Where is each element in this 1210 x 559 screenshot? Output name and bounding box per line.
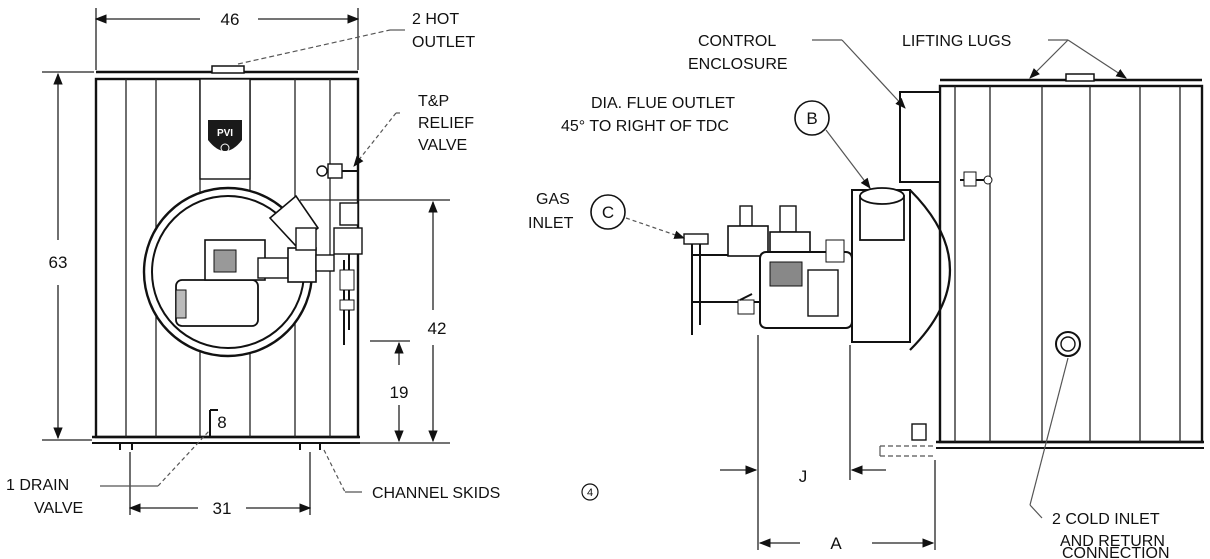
- side-drain: [879, 423, 936, 457]
- side-tank-body: [938, 84, 1204, 444]
- label-channel-skids: CHANNEL SKIDS: [372, 485, 500, 502]
- side-panel-lines: [954, 86, 1181, 442]
- side-gas-train: [683, 205, 853, 335]
- note-circle: [581, 483, 599, 501]
- side-dimensions: J A: [720, 335, 936, 553]
- dim-height-63: 63: [49, 253, 68, 272]
- front-labels: 2 HOT OUTLET T&P RELIEF VALVE 1 DRAIN VA…: [6, 11, 599, 517]
- label-control-2: ENCLOSURE: [688, 56, 788, 73]
- label-tp-3: VALVE: [418, 137, 467, 154]
- label-cold-3: CONNECTION: [1062, 545, 1170, 559]
- side-labels: CONTROL ENCLOSURE LIFTING LUGS DIA. FLUE…: [528, 33, 1170, 559]
- label-lifting-lugs: LIFTING LUGS: [902, 33, 1011, 50]
- pvi-logo-icon: PVI: [208, 120, 242, 153]
- front-gas-train: [333, 202, 363, 345]
- label-gas-1: GAS: [536, 191, 570, 208]
- hot-outlet-nozzle: [211, 65, 245, 74]
- label-drain-2: VALVE: [34, 500, 83, 517]
- label-hot-outlet-1: 2 HOT: [412, 11, 459, 28]
- svg-text:PVI: PVI: [217, 128, 233, 139]
- label-tp-1: T&P: [418, 93, 449, 110]
- label-cold-1: 2 COLD INLET: [1052, 511, 1160, 528]
- dim-height-42: 42: [428, 319, 447, 338]
- label-control-1: CONTROL: [698, 33, 776, 50]
- callout-c: C: [602, 203, 614, 222]
- side-lifting-lug: [1065, 73, 1095, 82]
- drain-valve: 8: [209, 409, 227, 436]
- callout-c-circle: [590, 194, 626, 230]
- burner-head-curve: [909, 189, 951, 351]
- label-hot-outlet-2: OUTLET: [412, 34, 475, 51]
- front-view: PVI: [92, 65, 363, 450]
- flue-outlet: [859, 187, 905, 241]
- label-flue-2: 45° TO RIGHT OF TDC: [561, 118, 729, 135]
- label-flue-1: DIA. FLUE OUTLET: [591, 95, 735, 112]
- dim-width-46: 46: [221, 10, 240, 29]
- label-tp-2: RELIEF: [418, 115, 474, 132]
- label-channel-skids-note: 4: [587, 487, 593, 499]
- dim-height-19: 19: [390, 383, 409, 402]
- label-drain-1: 1 DRAIN: [6, 477, 69, 494]
- label-cold-2: AND RETURN: [1060, 533, 1165, 550]
- label-gas-2: INLET: [528, 215, 574, 232]
- control-enclosure-box: [899, 91, 941, 183]
- front-dimensions: 46 63 42 19 31: [42, 8, 450, 518]
- dim-a: A: [830, 534, 842, 553]
- drain-tag: 8: [217, 413, 226, 432]
- cold-inlet-connection: [1055, 331, 1081, 357]
- callout-b: B: [806, 109, 817, 128]
- channel-skids: [119, 443, 321, 450]
- side-tp-valve: [960, 171, 993, 187]
- tp-relief-valve: [316, 163, 358, 179]
- burner-assembly: [175, 194, 335, 327]
- dim-width-31: 31: [213, 499, 232, 518]
- dim-j: J: [799, 467, 808, 486]
- callout-b-circle: [794, 100, 830, 136]
- side-view: [851, 73, 1204, 457]
